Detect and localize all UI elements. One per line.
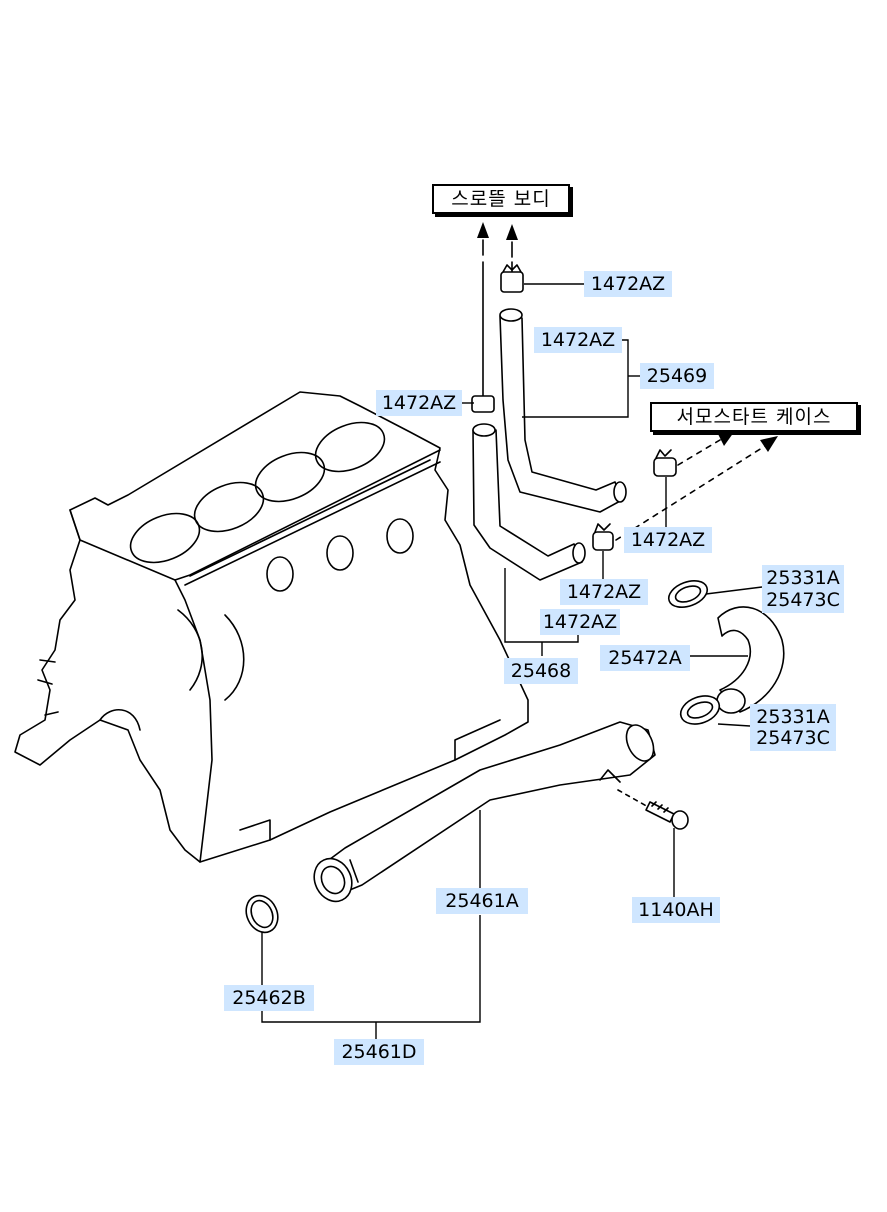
label-25461a: 25461A	[436, 888, 528, 914]
label-25473c-lower: 25473C	[750, 725, 836, 751]
label-1472az-left: 1472AZ	[376, 390, 462, 416]
label-25468: 25468	[504, 658, 578, 684]
throttle-body-label: 스로뜰 보디	[432, 184, 570, 214]
label-25462b: 25462B	[224, 985, 314, 1011]
label-25472a: 25472A	[600, 645, 690, 671]
label-1472az-lower-hose: 1472AZ	[540, 609, 620, 635]
label-25461d: 25461D	[334, 1039, 424, 1065]
label-25331a-lower: 25331A	[750, 704, 836, 730]
radiator-hose	[667, 580, 785, 725]
water-pipe	[245, 721, 689, 934]
label-25469: 25469	[640, 363, 714, 389]
hose-pair	[471, 222, 778, 581]
label-1472az-top: 1472AZ	[584, 271, 672, 297]
label-1472az-upper-hose: 1472AZ	[534, 327, 622, 353]
leader-lines	[261, 283, 763, 1039]
label-1472az-right-upper: 1472AZ	[624, 527, 712, 553]
engine-block	[14, 391, 529, 863]
label-1140ah: 1140AH	[632, 897, 720, 923]
label-25331a-upper: 25331A	[762, 565, 844, 591]
thermostat-case-label: 서모스타트 케이스	[650, 402, 858, 432]
label-1472az-right-lower: 1472AZ	[560, 579, 648, 605]
label-25473c-upper: 25473C	[762, 587, 844, 613]
